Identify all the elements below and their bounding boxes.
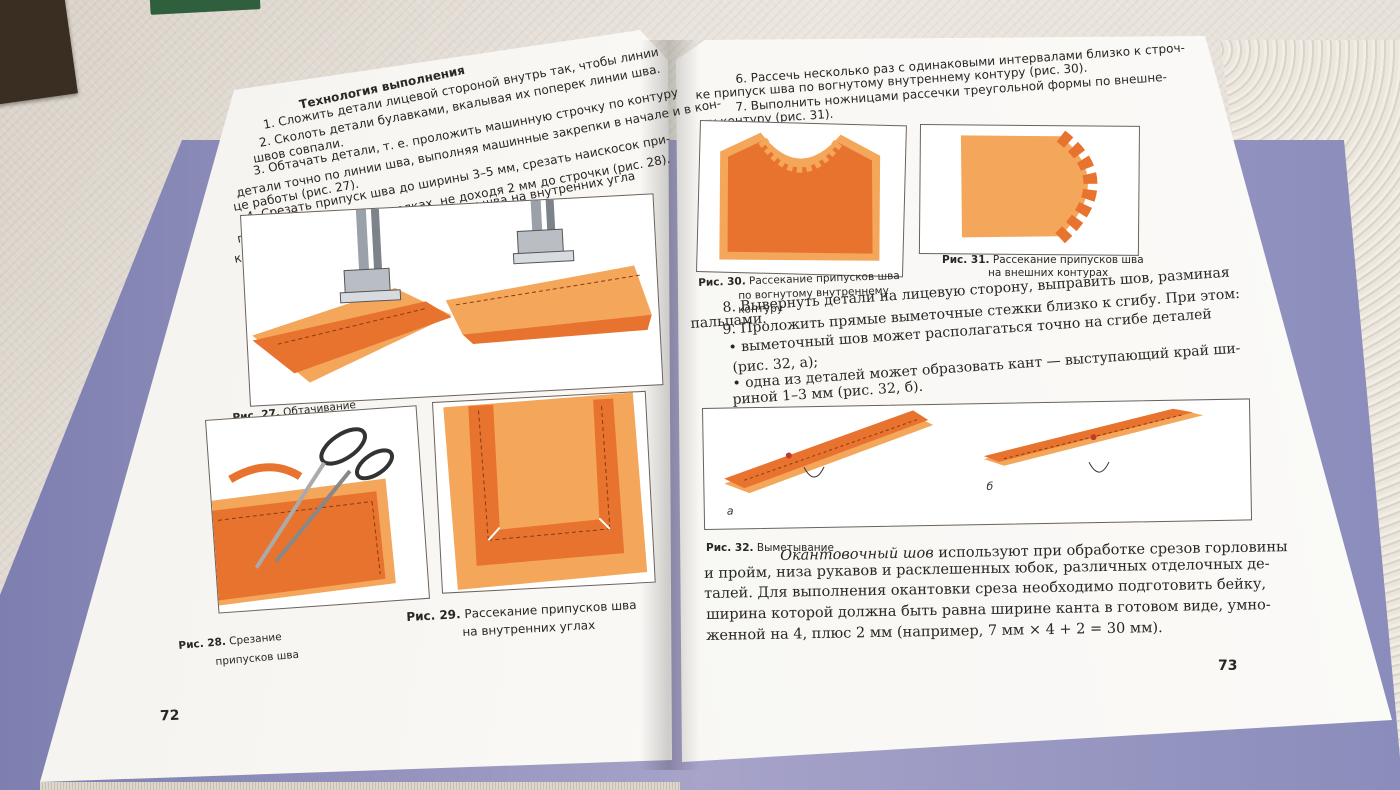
background-book [0, 0, 78, 106]
book-gutter [640, 40, 700, 770]
fig28-illustration [211, 427, 396, 606]
fig32-caption: Рис. 32. Выметывание [706, 542, 834, 554]
fig32-illustration: а б [724, 408, 1204, 518]
right-page-number: 73 [1218, 658, 1238, 674]
figure-31 [918, 124, 1140, 256]
figure-32: а б [702, 398, 1253, 530]
fig31-illustration [960, 130, 1098, 244]
fig27-illustration [252, 199, 652, 383]
figure-30 [696, 120, 907, 278]
fig31-caption: Рис. 31. Рассекание припусков шва [942, 254, 1144, 266]
fig29-illustration [443, 392, 648, 590]
fig31-caption-line2: на внешних контурах [988, 267, 1109, 279]
figure-27 [240, 193, 664, 407]
fig30-illustration [719, 132, 881, 261]
figure-28 [205, 405, 431, 614]
figure-29 [432, 390, 656, 594]
fig32-label-b: б [986, 480, 993, 493]
fig32-label-a: а [727, 504, 734, 517]
term-italic: Окантовочный шов [780, 545, 934, 564]
left-page-number: 72 [159, 707, 180, 725]
